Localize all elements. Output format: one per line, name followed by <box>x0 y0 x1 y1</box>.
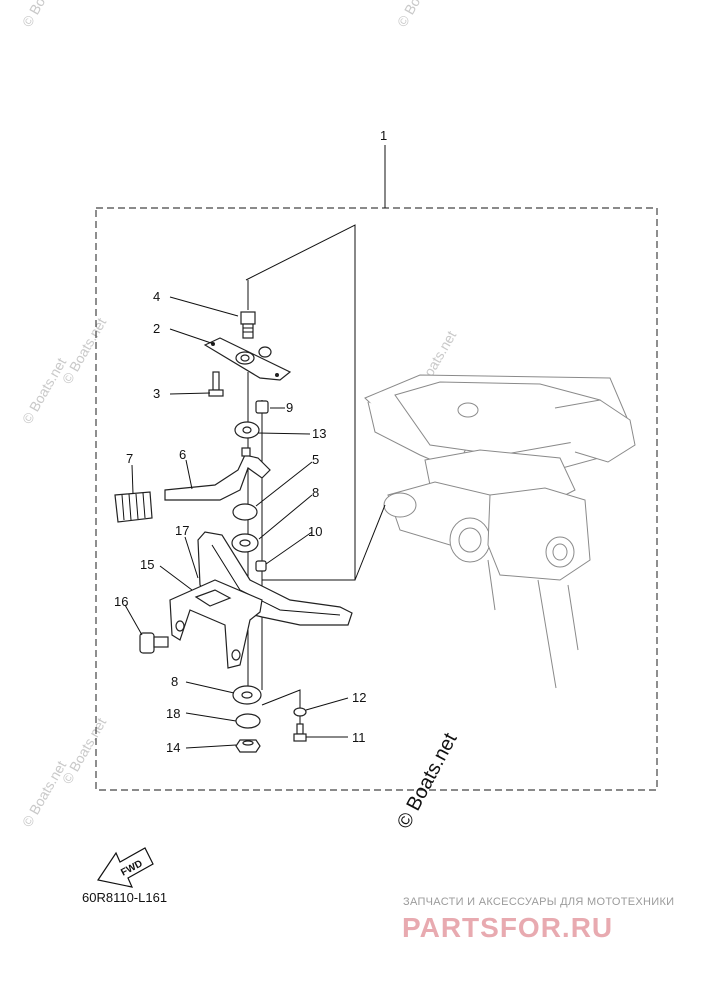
part-5-washer <box>232 503 258 521</box>
part-14-nut <box>235 739 261 753</box>
callout-label-10: 10 <box>308 524 322 539</box>
callout-label-7: 7 <box>126 451 133 466</box>
bolt-axis-bracket <box>261 689 301 735</box>
ghost-bracket-assembly <box>364 374 636 689</box>
callout-label-18: 18 <box>166 706 180 721</box>
callout-label-5: 5 <box>312 452 319 467</box>
watermark-small-left2: © Boats.net <box>59 715 110 787</box>
part-13-washer <box>234 421 260 439</box>
part-8-washer-lower <box>232 685 262 705</box>
assembly-boundary <box>95 207 658 791</box>
callout-label-6: 6 <box>179 447 186 462</box>
part-8-washer-upper <box>231 533 259 553</box>
part-10-collar <box>255 560 267 572</box>
assembly-frame-lines <box>245 224 356 581</box>
part-12-washer <box>293 707 307 717</box>
callout-label-14: 14 <box>166 740 180 755</box>
callout-label-4: 4 <box>153 289 160 304</box>
callout-label-16: 16 <box>114 594 128 609</box>
part-15-bracket <box>169 579 263 669</box>
watermark-left-low: © Boats.net <box>19 758 70 830</box>
part-2-plate <box>203 337 292 381</box>
part-4-bolt <box>240 311 256 339</box>
callout-label-3: 3 <box>153 386 160 401</box>
callout-label-2: 2 <box>153 321 160 336</box>
fwd-arrow-icon: FWD <box>97 847 154 888</box>
callout-label-11: 11 <box>352 730 366 745</box>
part-6-lever <box>164 447 271 501</box>
callout-label-13: 13 <box>312 426 326 441</box>
copyright-watermark: © Boats.net <box>393 729 462 832</box>
leader-lines <box>124 296 349 749</box>
part-18-washer <box>235 713 261 729</box>
part-11-screw <box>293 723 307 742</box>
part-7-grip <box>114 491 153 523</box>
watermark-top-right: © Boats.net <box>394 0 445 30</box>
part-16-bolt <box>139 632 169 654</box>
callout-label-17: 17 <box>175 523 189 538</box>
brand-logo: PARTSFOR.RU <box>402 912 613 943</box>
callout-label-9: 9 <box>286 400 293 415</box>
callout-label-8-upper: 8 <box>312 485 319 500</box>
watermark-left-mid: © Boats.net <box>19 355 70 427</box>
callout-label-15: 15 <box>140 557 154 572</box>
watermark-small-left: © Boats.net <box>59 315 110 387</box>
callout-label-1: 1 <box>380 128 387 143</box>
brand-tagline: ЗАПЧАСТИ И АКСЕССУАРЫ ДЛЯ МОТОТЕХНИКИ <box>403 896 674 908</box>
part-9-collar <box>255 400 269 414</box>
part-3-screw <box>208 371 224 397</box>
drawing-code: 60R8110-L161 <box>82 890 167 905</box>
watermark-top-left: © Boats.net <box>19 0 70 30</box>
callout-label-8-lower: 8 <box>171 674 178 689</box>
callout-label-12: 12 <box>352 690 366 705</box>
assembly-connector <box>354 504 386 581</box>
